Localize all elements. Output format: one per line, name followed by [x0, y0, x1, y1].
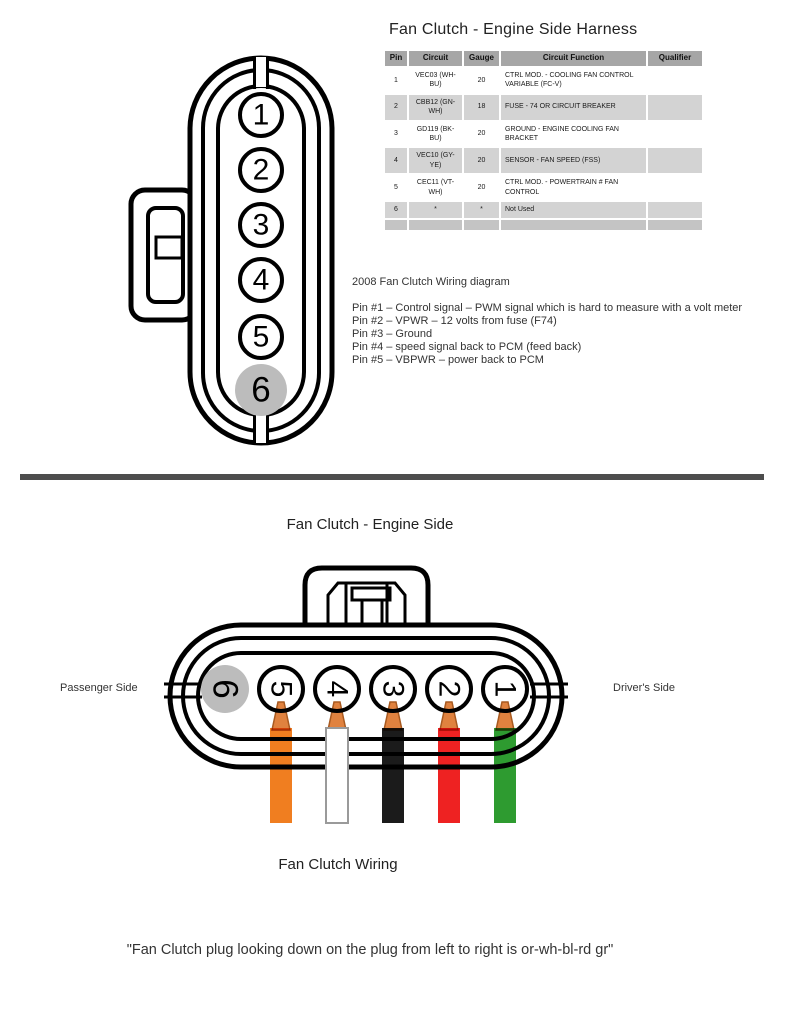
table-cell: Not Used: [501, 202, 646, 218]
table-cell: SENSOR - FAN SPEED (FSS): [501, 148, 646, 174]
wire-black: [382, 728, 404, 823]
pin-5-label: 5: [253, 321, 270, 354]
pin-5-label: 5: [265, 681, 298, 698]
connector-latch: [302, 565, 431, 626]
wire-order-quote: "Fan Clutch plug looking down on the plu…: [126, 942, 614, 958]
table-cell: 20: [464, 148, 499, 174]
pin-6-blocked: 6: [235, 364, 287, 416]
pin-2-label: 2: [253, 154, 270, 187]
table-cell: CTRL MOD. - POWERTRAIN # FAN CONTROL: [501, 175, 646, 201]
pin-3: 3: [369, 665, 417, 713]
driver-side-label: Driver's Side: [613, 682, 676, 694]
table-cell: 20: [464, 67, 499, 93]
wire-orange: [270, 728, 292, 823]
table-cell: GD119 (BK-BU): [409, 121, 462, 147]
col-header-pin: Pin: [385, 51, 407, 66]
pin-4-label: 4: [321, 681, 354, 698]
table-cell: GROUND - ENGINE COOLING FAN BRACKET: [501, 121, 646, 147]
col-header-circuit: Circuit: [409, 51, 462, 66]
table-cell: [648, 202, 702, 218]
index-notch-top: [253, 56, 269, 89]
col-header-gauge: Gauge: [464, 51, 499, 66]
wire-white: [325, 727, 349, 824]
harness-connector-diagram: 1 2 3 4 5 6: [128, 55, 335, 446]
section-divider: [20, 474, 764, 480]
wire-red: [438, 728, 460, 823]
footer-cell: [409, 219, 462, 230]
table-cell: 3: [385, 121, 407, 147]
pin-2: 2: [238, 147, 284, 193]
pin-notes: Pin #1 – Control signal – PWM signal whi…: [352, 302, 742, 367]
pin-3: 3: [238, 202, 284, 248]
table-cell: CEC11 (VT-WH): [409, 175, 462, 201]
pin-4-label: 4: [253, 264, 270, 297]
engine-side-title: Fan Clutch - Engine Side: [286, 516, 454, 533]
table-cell: [648, 67, 702, 93]
harness-pinout-table: Pin Circuit Gauge Circuit Function Quali…: [383, 49, 704, 232]
table-cell: [648, 175, 702, 201]
connector-bracket: [128, 187, 199, 323]
col-header-function: Circuit Function: [501, 51, 646, 66]
table-cell: CTRL MOD. - COOLING FAN CONTROL VARIABLE…: [501, 67, 646, 93]
harness-table-wrap: Pin Circuit Gauge Circuit Function Quali…: [383, 49, 704, 232]
footer-cell: [464, 219, 499, 230]
footer-cell: [501, 219, 646, 230]
table-cell: [648, 148, 702, 174]
pin-1-label: 1: [253, 99, 270, 132]
pin-3-label: 3: [377, 681, 410, 698]
passenger-side-label: Passenger Side: [60, 682, 138, 694]
wire-green: [494, 728, 516, 823]
index-notch-bottom: [253, 412, 269, 444]
footer-cell: [648, 219, 702, 230]
table-cell: 18: [464, 94, 499, 120]
table-row: 6**Not Used: [385, 202, 702, 218]
footer-cell: [385, 219, 407, 230]
table-cell: CBB12 (GN-WH): [409, 94, 462, 120]
diagram-caption: 2008 Fan Clutch Wiring diagram: [352, 276, 510, 288]
pin-note: Pin #5 – VBPWR – power back to PCM: [352, 354, 544, 366]
pin-1-label: 1: [489, 681, 522, 698]
pin-2-label: 2: [433, 681, 466, 698]
pin-1: 1: [238, 92, 284, 138]
index-notch-right: [530, 682, 568, 699]
pin-note: Pin #3 – Ground: [352, 328, 433, 340]
pin-note: Pin #4 – speed signal back to PCM (feed …: [352, 341, 582, 353]
table-cell: 6: [385, 202, 407, 218]
pin-5: 5: [257, 665, 305, 713]
table-cell: *: [409, 202, 462, 218]
pin-3-label: 3: [253, 209, 270, 242]
harness-title: Fan Clutch - Engine Side Harness: [389, 21, 638, 38]
col-header-qualifier: Qualifier: [648, 51, 702, 66]
table-cell: *: [464, 202, 499, 218]
index-notch-left: [164, 682, 202, 699]
table-cell: 20: [464, 121, 499, 147]
table-footer-strip: [385, 219, 702, 230]
pin-6-blocked: 6: [201, 665, 249, 713]
table-cell: [648, 121, 702, 147]
table-cell: VEC03 (WH-BU): [409, 67, 462, 93]
table-cell: 20: [464, 175, 499, 201]
pin-6-label: 6: [251, 371, 270, 410]
table-cell: 5: [385, 175, 407, 201]
pin-5: 5: [238, 314, 284, 360]
engine-side-connector-diagram: 6 5 4 3 2 1: [164, 565, 568, 824]
pin-note: Pin #1 – Control signal – PWM signal whi…: [352, 302, 743, 314]
table-cell: 2: [385, 94, 407, 120]
pin-note: Pin #2 – VPWR – 12 volts from fuse (F74): [352, 315, 557, 327]
table-cell: VEC10 (GY-YE): [409, 148, 462, 174]
fan-clutch-wiring-caption: Fan Clutch Wiring: [278, 856, 398, 873]
pin-4: 4: [238, 257, 284, 303]
table-cell: FUSE - 74 OR CIRCUIT BREAKER: [501, 94, 646, 120]
table-header-row: Pin Circuit Gauge Circuit Function Quali…: [385, 51, 702, 66]
table-cell: [648, 94, 702, 120]
pin-6-label: 6: [206, 679, 245, 698]
table-cell: 4: [385, 148, 407, 174]
table-cell: 1: [385, 67, 407, 93]
